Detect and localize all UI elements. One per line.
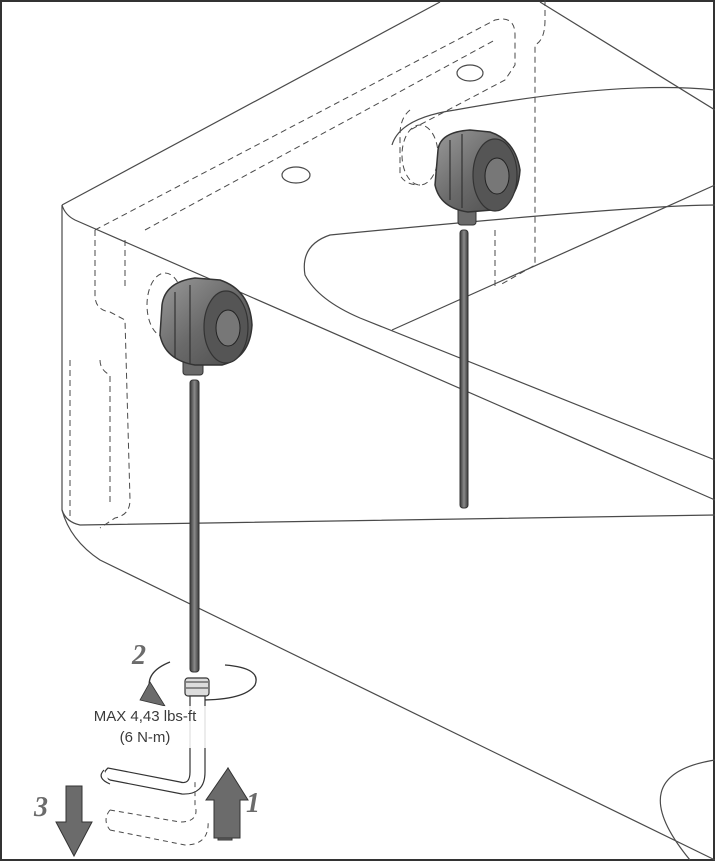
rotation-arrowhead [139, 681, 166, 707]
front-fitting [159, 277, 253, 673]
step-1-number: 1 [246, 788, 260, 819]
hex-key-ghost [105, 780, 209, 846]
step-3-number: 3 [34, 792, 48, 823]
up-arrow-shape [205, 767, 249, 839]
torque-max-value: MAX 4,43 lbs-ft [93, 708, 197, 725]
mount-hole-left [281, 166, 311, 184]
torque-label: MAX 4,43 lbs-ft (6 N-m) [50, 706, 240, 748]
torque-metric-value: (6 N-m) [119, 729, 171, 746]
rear-fitting [434, 129, 521, 509]
step-2-number: 2 [132, 640, 146, 671]
toilet-body [61, 1, 715, 861]
mount-hole-right [456, 64, 484, 82]
tank-dashed-outline [69, 0, 546, 529]
down-arrow-icon [55, 785, 93, 858]
